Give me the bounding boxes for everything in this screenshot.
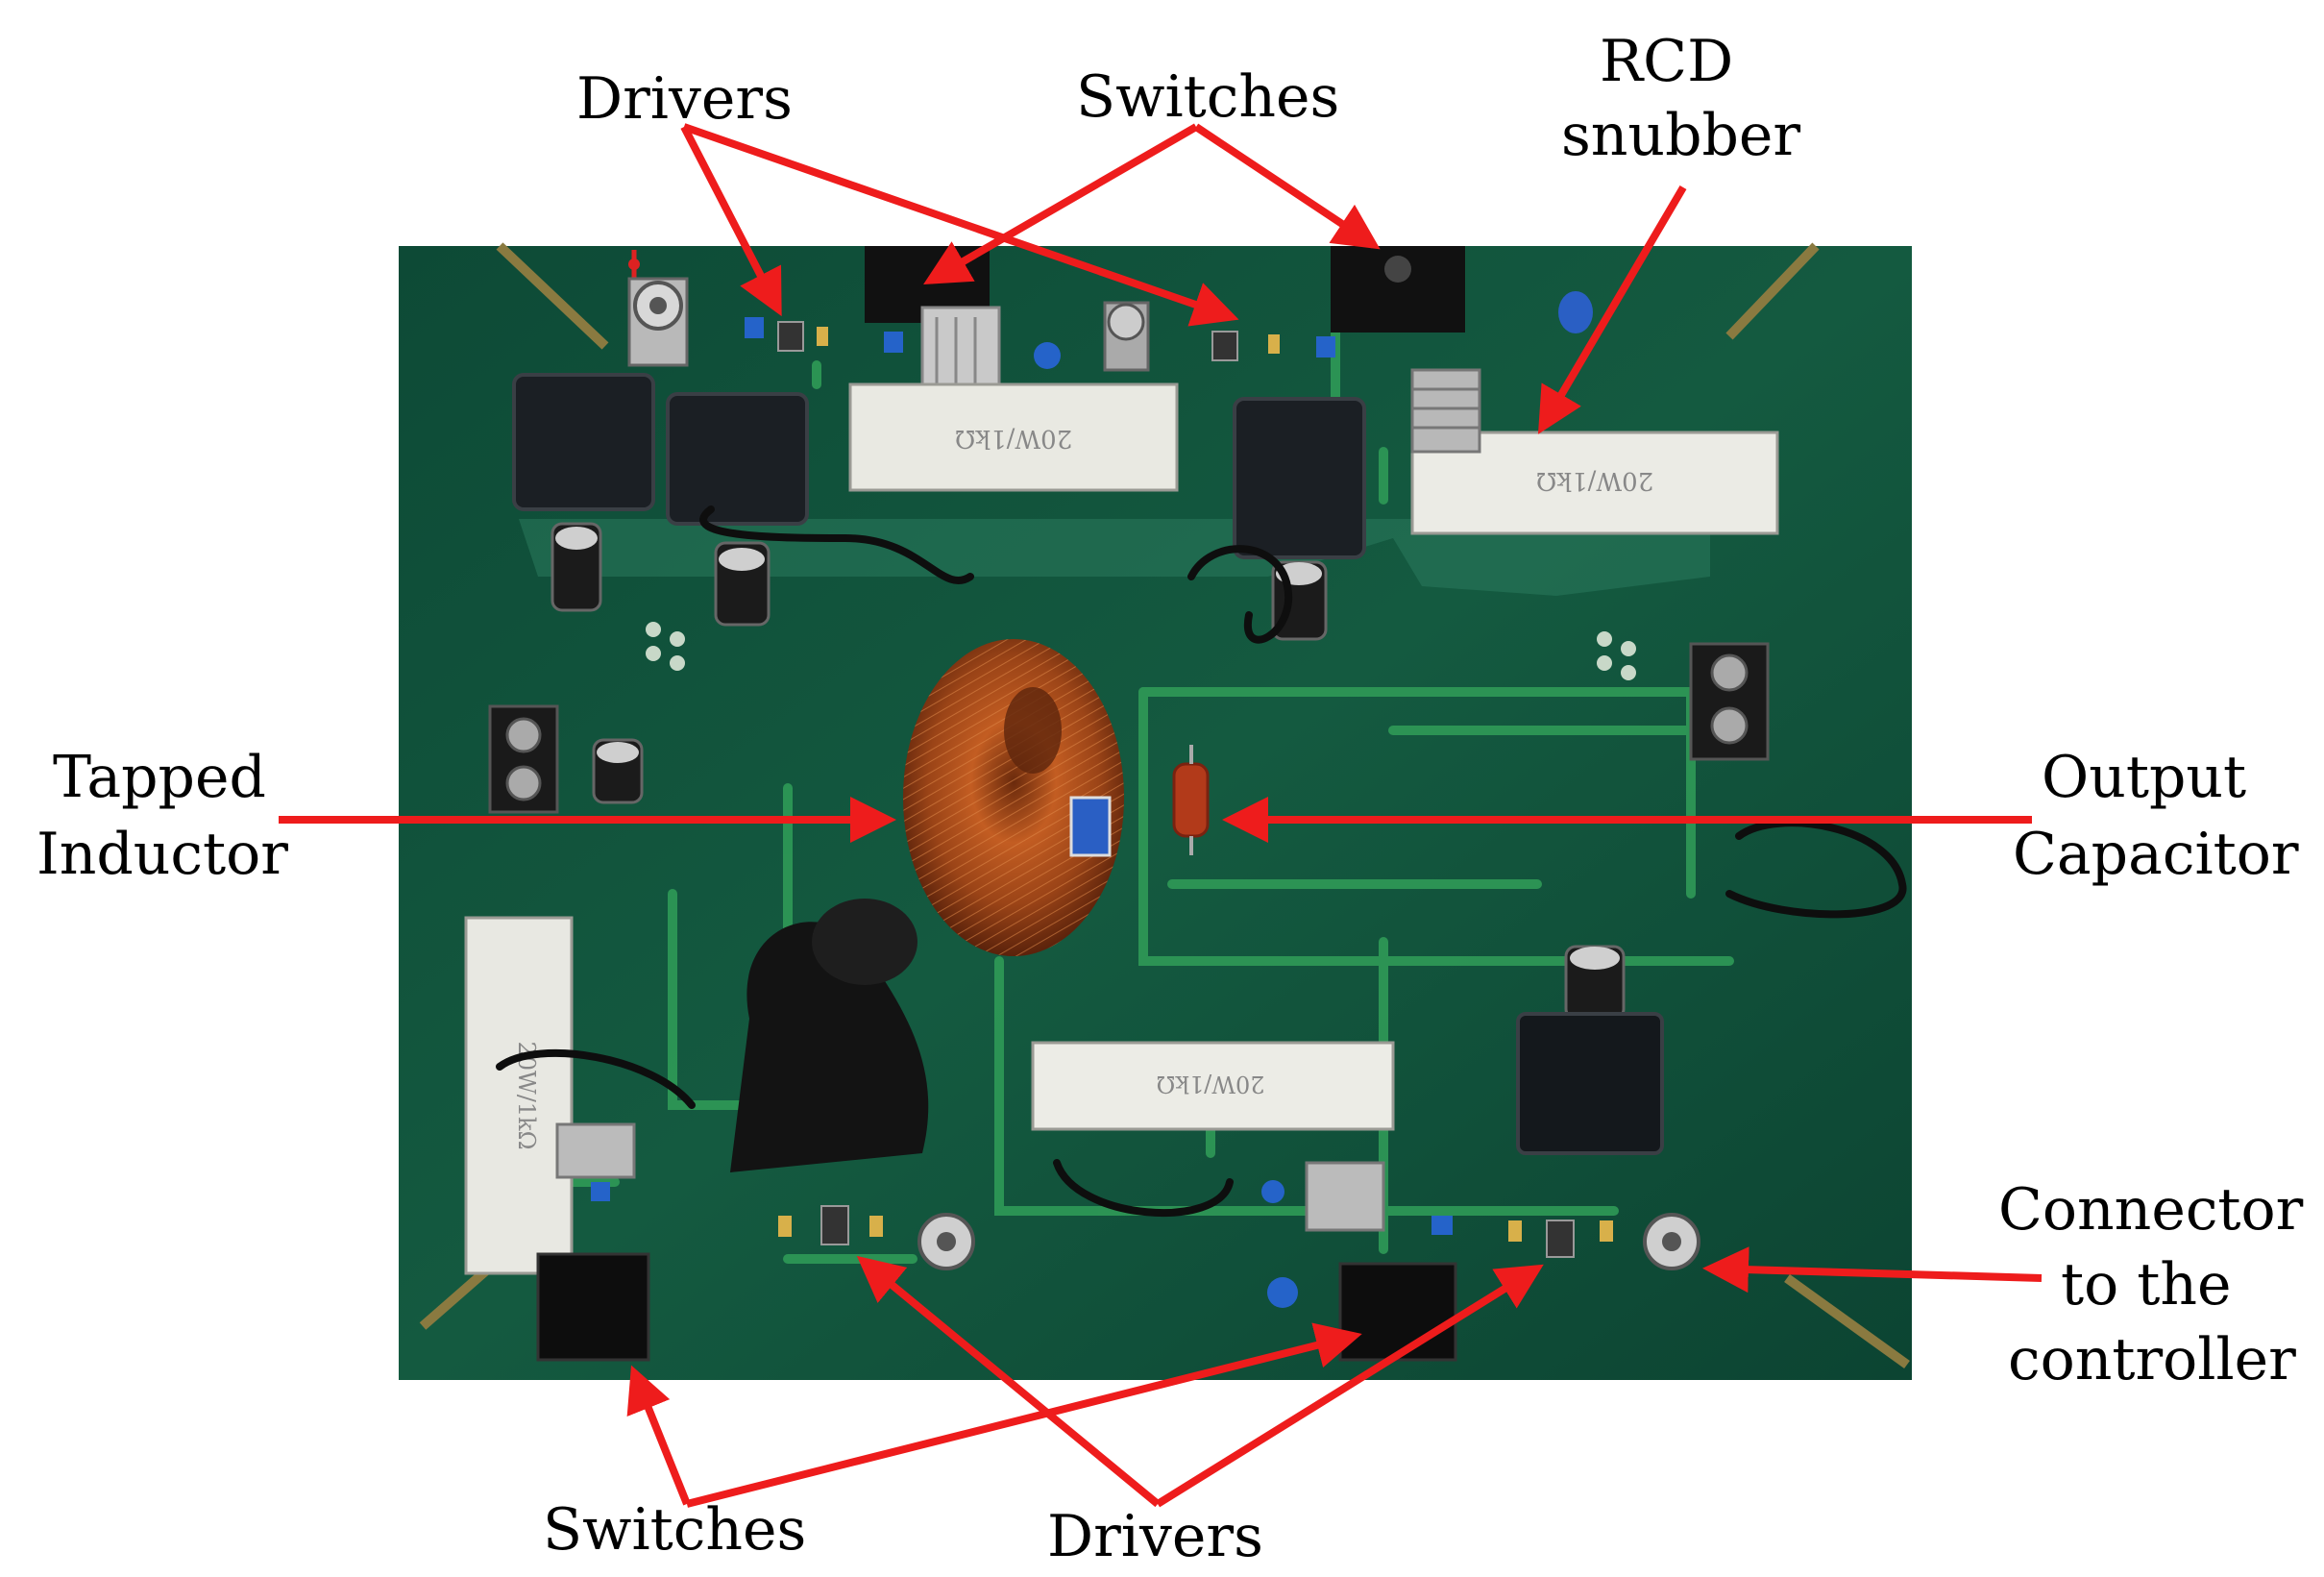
arrow-switches-top-right [1193, 123, 1381, 250]
standoff-rod [1784, 1273, 1910, 1369]
arrow-switches-bottom-right [686, 1322, 1362, 1508]
pad-cluster [646, 622, 1636, 680]
output-capacitor [1172, 745, 1210, 855]
label-tapped-line2: Inductor [37, 821, 288, 888]
black-choke [730, 899, 929, 1172]
label-connector-line3: controller [2008, 1326, 2296, 1393]
bnc-connector [1103, 301, 1150, 372]
resistor-marking: 20W/1kΩ [955, 424, 1072, 453]
arrow-drivers-top-left [680, 125, 782, 317]
heat-sink [1410, 368, 1481, 454]
label-connector-line2: to the [2061, 1251, 2232, 1318]
arrow-drivers-bottom-left [856, 1255, 1161, 1508]
controller-connector [1643, 1213, 1700, 1270]
driver-chip [1211, 331, 1238, 361]
small-components [591, 1180, 1613, 1308]
capacitor-top [555, 527, 1620, 970]
terminal-block [1689, 642, 1770, 761]
label-switches-top: Switches [1076, 63, 1340, 131]
label-output-line2: Capacitor [2013, 821, 2299, 888]
resistor-marking: 20W/1kΩ [1156, 1071, 1264, 1097]
switch-heat-sink [536, 1122, 650, 1362]
bnc-connector [917, 1213, 975, 1270]
resistor-marking: 20W/1kΩ [1536, 466, 1653, 495]
dc-dc-module [1516, 1012, 1664, 1155]
label-switches-bottom: Switches [543, 1496, 807, 1564]
small-components [745, 291, 1593, 369]
arrow-connector [1702, 1246, 2043, 1294]
power-resistor: 20W/1kΩ [848, 382, 1179, 492]
tapped-inductor [903, 639, 1124, 956]
switch-heat-sink [1305, 1161, 1457, 1362]
standoff-rod [1725, 242, 1820, 340]
power-resistor: 20W/1kΩ [1031, 1041, 1395, 1131]
driver-chip [820, 1205, 849, 1245]
board-photo: 20W/1kΩ 20W/1kΩ 20W/1kΩ 20W/1kΩ [399, 242, 1912, 1380]
terminal-block [488, 704, 559, 814]
arrow-drivers-top-right [682, 123, 1239, 327]
standoff-rod [496, 242, 609, 350]
relay [1233, 397, 1366, 559]
power-resistor: 20W/1kΩ [464, 916, 574, 1275]
label-connector-line1: Connector [1998, 1176, 2304, 1244]
label-output-line1: Output [2042, 744, 2247, 811]
arrow-switches-bottom-left [626, 1365, 691, 1506]
label-rcd-line2: snubber [1561, 102, 1801, 169]
relay [666, 392, 809, 526]
arrow-drivers-bottom-right [1155, 1264, 1544, 1508]
driver-chip [1546, 1220, 1575, 1258]
bnc-connector [627, 277, 689, 367]
label-rcd-line1: RCD [1600, 28, 1734, 95]
annotation-arrows [279, 123, 2043, 1508]
driver-chip [777, 321, 804, 352]
label-tapped-line1: Tapped [53, 744, 266, 811]
label-drivers-top: Drivers [576, 65, 793, 133]
switch-transistor [1331, 246, 1465, 333]
label-drivers-bottom: Drivers [1047, 1503, 1263, 1570]
arrow-switches-top-left [923, 123, 1199, 285]
relay [512, 373, 655, 511]
arrow-rcd-snubber [1537, 185, 1687, 434]
